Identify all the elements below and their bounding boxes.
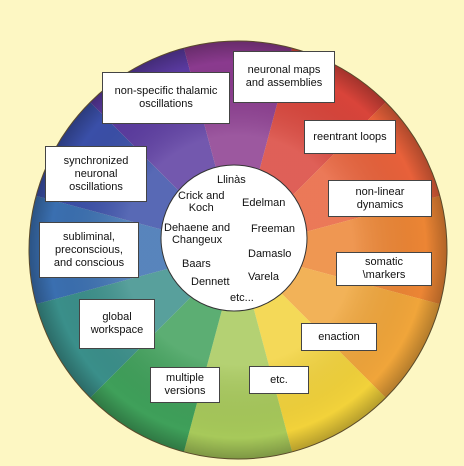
theory-box-etc: etc. (249, 366, 309, 394)
researcher-varela: Varela (248, 271, 279, 283)
researcher-freeman: Freeman (251, 223, 296, 235)
theory-box-multiple: multiple versions (150, 367, 220, 403)
theory-box-reentrant: reentrant loops (304, 120, 396, 154)
theory-box-global: global workspace (79, 299, 155, 349)
researcher-etc: etc... (230, 292, 254, 304)
researcher-llinas: Llinàs (217, 174, 246, 186)
researcher-dehaene-changeux: Dehaene and Changeux (164, 222, 231, 246)
center-circle (160, 164, 308, 312)
theory-box-nonlinear: non-linear dynamics (328, 180, 432, 217)
theory-box-thalamic: non-specific thalamic oscillations (102, 72, 230, 124)
theory-box-enaction: enaction (301, 323, 377, 351)
theory-box-subliminal: subliminal, preconscious, and conscious (39, 222, 139, 278)
theory-box-maps: neuronal maps and assemblies (233, 51, 335, 103)
researcher-edelman: Edelman (242, 197, 286, 209)
researcher-dennett: Dennett (191, 276, 230, 288)
wheel-border (28, 40, 448, 460)
researcher-crick-koch: Crick and Koch (178, 190, 225, 214)
theory-box-somatic: somatic \markers (336, 252, 432, 286)
theory-box-synchronized: synchronized neuronal oscillations (45, 146, 147, 202)
researcher-damasio: Damaslo (248, 248, 292, 260)
researcher-baars: Baars (182, 258, 211, 270)
